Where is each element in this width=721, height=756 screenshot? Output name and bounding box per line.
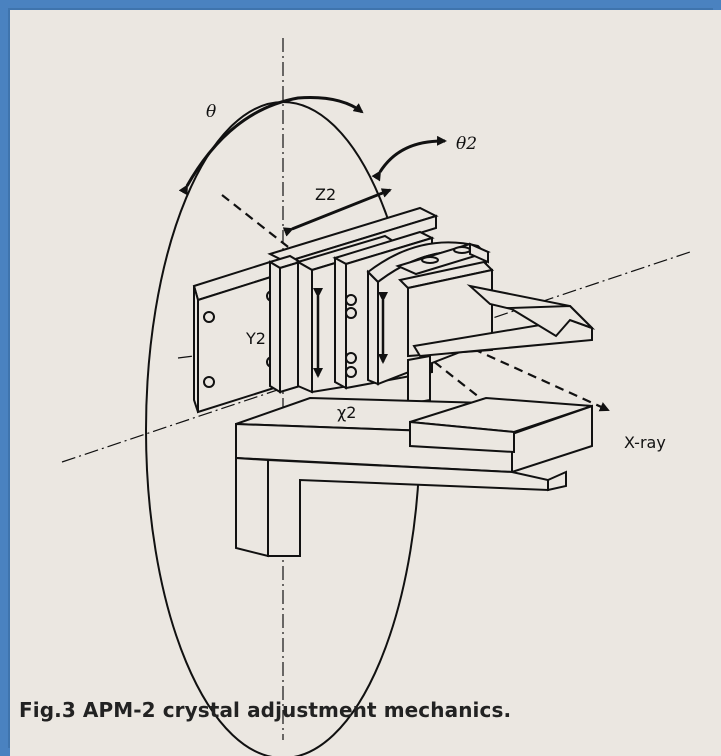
xray-label: X-ray — [624, 433, 666, 452]
top-slotted-plate — [395, 242, 491, 276]
figure-caption: Fig.3 APM-2 crystal adjustment mechanics… — [19, 698, 512, 722]
y2-label: Y2 — [245, 329, 266, 348]
crystal-holder-arm — [397, 260, 596, 358]
theta2-label: θ2 — [456, 134, 477, 154]
y2-back-plate — [192, 260, 276, 414]
sample-block — [409, 396, 593, 454]
z2-arrow — [282, 188, 392, 237]
theta-label: θ — [206, 102, 216, 122]
base-table — [235, 396, 593, 558]
support-link — [407, 354, 431, 406]
chi2-label: χ2 — [337, 403, 356, 422]
middle-slide-bolts — [345, 294, 357, 378]
beam-dashed-line — [221, 194, 500, 414]
z2-label: Z2 — [315, 185, 336, 204]
theta-arrow — [178, 96, 364, 196]
theta2-arrow — [371, 135, 447, 182]
